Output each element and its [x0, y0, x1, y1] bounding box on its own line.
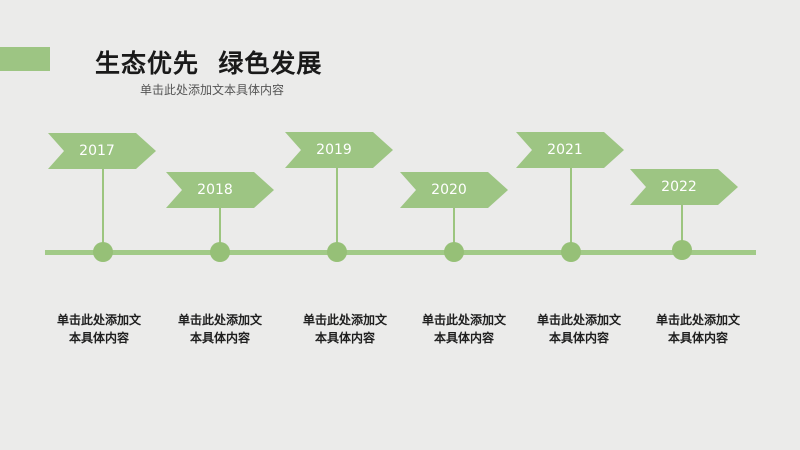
milestone-dot: [672, 240, 692, 260]
page-subtitle: 单击此处添加文本具体内容: [140, 83, 285, 97]
milestone-dot: [93, 242, 113, 262]
milestone-dot: [561, 242, 581, 262]
page-title: 生态优先 绿色发展: [95, 49, 323, 78]
caption-line: 本具体内容: [548, 331, 609, 345]
caption-line: 单击此处添加文: [655, 313, 740, 327]
year-flag: [166, 172, 274, 208]
milestone-stem: [570, 165, 572, 253]
milestone-caption: 单击此处添加文 本具体内容: [638, 311, 758, 347]
year-label: 2017: [79, 143, 115, 159]
milestone-caption: 单击此处添加文 本具体内容: [404, 311, 524, 347]
milestone-stem: [219, 205, 221, 253]
year-flag: [285, 132, 393, 168]
caption-line: 单击此处添加文: [302, 313, 387, 327]
caption-line: 单击此处添加文: [536, 313, 621, 327]
caption-line: 单击此处添加文: [56, 313, 141, 327]
year-label: 2020: [431, 182, 467, 198]
milestone-dot: [444, 242, 464, 262]
milestone-caption: 单击此处添加文 本具体内容: [519, 311, 639, 347]
year-label: 2022: [661, 179, 697, 195]
year-flag: [48, 133, 156, 169]
milestone-caption: 单击此处添加文 本具体内容: [160, 311, 280, 347]
milestone-stem: [336, 165, 338, 253]
caption-line: 单击此处添加文: [177, 313, 262, 327]
year-flag: [516, 132, 624, 168]
caption-line: 本具体内容: [667, 331, 728, 345]
milestone-dot: [210, 242, 230, 262]
year-label: 2021: [547, 142, 583, 158]
caption-line: 单击此处添加文: [421, 313, 506, 327]
caption-line: 本具体内容: [68, 331, 129, 345]
milestone-stem: [681, 202, 683, 253]
caption-line: 本具体内容: [433, 331, 494, 345]
milestone-dot: [327, 242, 347, 262]
year-flag: [630, 169, 738, 205]
milestone-stem: [453, 205, 455, 253]
caption-line: 本具体内容: [189, 331, 250, 345]
title-accent-bar: [0, 47, 50, 71]
milestone-stem: [102, 165, 104, 253]
milestone-caption: 单击此处添加文 本具体内容: [285, 311, 405, 347]
year-flag: [400, 172, 508, 208]
milestone-caption: 单击此处添加文 本具体内容: [39, 311, 159, 347]
year-label: 2018: [197, 182, 233, 198]
timeline-axis: [45, 250, 756, 255]
caption-line: 本具体内容: [314, 331, 375, 345]
year-label: 2019: [316, 142, 352, 158]
